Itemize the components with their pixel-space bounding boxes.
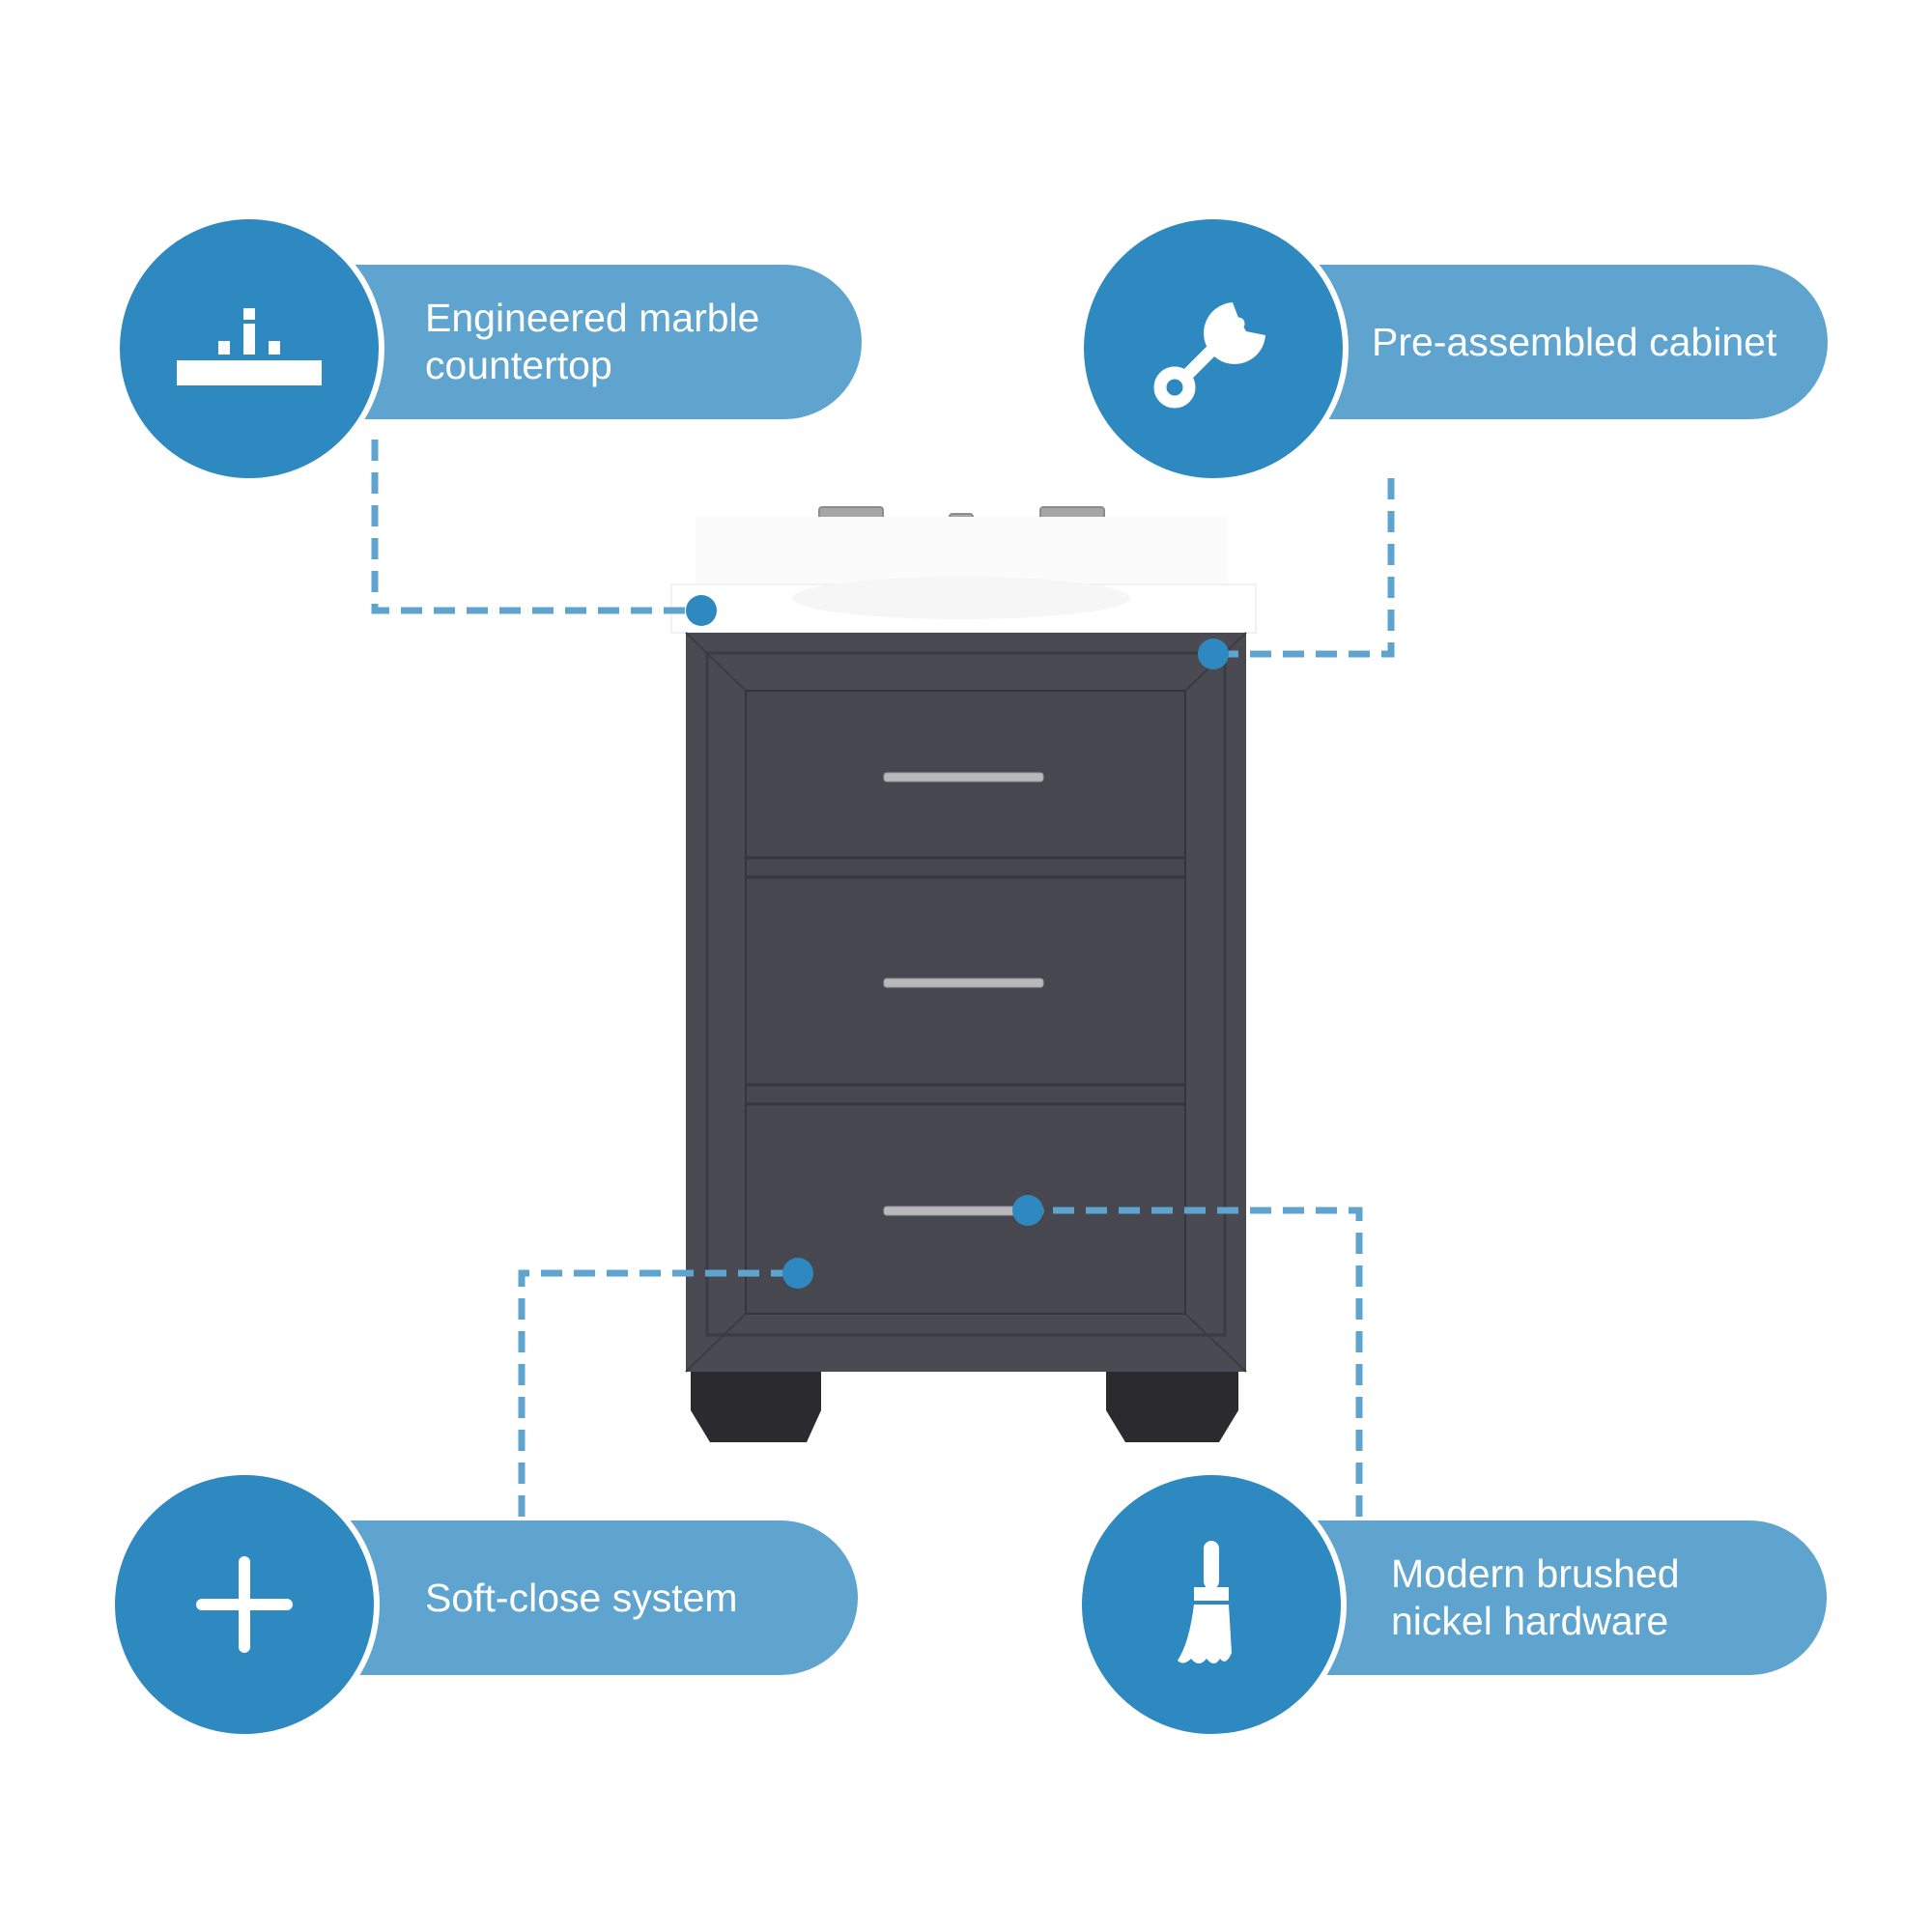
feature-label: Modern brushed nickel hardware — [1391, 1551, 1680, 1643]
leader-line-soft-close — [518, 1269, 798, 1517]
leader-line-hardware — [1028, 1207, 1363, 1517]
feature-label: Pre-assembled cabinet — [1372, 319, 1777, 364]
feature-label-pill: Engineered marble countertop — [309, 265, 862, 419]
feature-icon-circle — [1076, 1469, 1347, 1740]
cabinet — [685, 632, 1247, 1373]
feature-label-pill: Pre-assembled cabinet — [1275, 265, 1828, 419]
paint-brush-icon — [1168, 1537, 1255, 1672]
plus-icon — [191, 1551, 298, 1658]
leader-line-countertop — [371, 440, 701, 614]
leader-line-cabinet — [1213, 478, 1395, 658]
callout-dot-soft-close — [782, 1258, 813, 1289]
countertop-sink-icon — [172, 300, 327, 397]
callout-dot-hardware — [1012, 1195, 1043, 1226]
feature-label: Soft-close system — [425, 1575, 738, 1620]
feature-icon-circle — [1078, 213, 1349, 484]
feature-icon-circle — [114, 213, 384, 484]
cabinet-feet — [691, 1372, 1238, 1442]
feature-label-pill: Modern brushed nickel hardware — [1275, 1520, 1827, 1675]
feature-label: Engineered marble countertop — [425, 296, 760, 387]
callout-dot-countertop — [686, 595, 717, 626]
drawer-pulls — [883, 772, 1044, 1216]
countertop — [670, 517, 1257, 634]
feature-icon-circle — [109, 1469, 380, 1740]
feature-label-pill: Soft-close system — [309, 1520, 858, 1675]
wrench-icon — [1146, 281, 1281, 416]
callout-dot-cabinet — [1198, 639, 1229, 669]
